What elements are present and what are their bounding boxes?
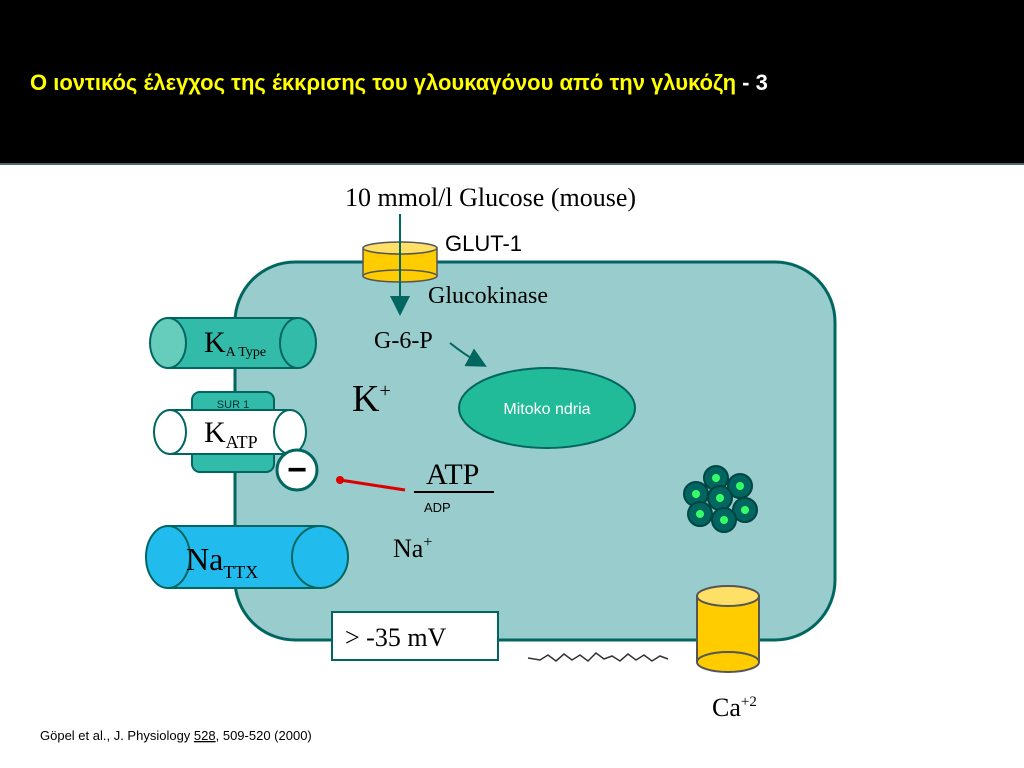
glut-label: GLUT-1 — [445, 231, 522, 256]
adp-label: ADP — [424, 500, 451, 515]
glucose-label: 10 mmol/l Glucose (mouse) — [345, 183, 636, 212]
ca-label: Ca+2 — [712, 693, 757, 722]
nattx-label: NaTTX — [186, 541, 258, 582]
secretory-granules — [683, 465, 758, 533]
inhibition-circle — [275, 448, 319, 492]
sur-label: SUR 1 — [217, 399, 249, 411]
g6p-label: G-6-P — [374, 328, 433, 354]
ca-channel — [696, 585, 760, 673]
title-suffix: - 3 — [736, 70, 768, 95]
membrane-potential-trace — [527, 652, 669, 662]
k-a-type-channel: KA Type — [149, 317, 317, 369]
slide-title: Ο ιοντικός έλεγχος της έκκρισης του γλου… — [30, 70, 1020, 96]
k-ion-label: K+ — [352, 378, 391, 420]
voltage-label: > -35 mV — [345, 623, 447, 652]
na-ion-label: Na+ — [393, 534, 432, 563]
g6p-arrow — [449, 342, 487, 367]
glucokinase-label: Glucokinase — [428, 283, 548, 309]
katp-label: KATP — [204, 416, 258, 452]
ka-label: KA Type — [204, 326, 266, 360]
atp-label: ATP — [426, 458, 479, 491]
inhibition-line — [339, 478, 406, 492]
title-main: Ο ιοντικός έλεγχος της έκκρισης του γλου… — [30, 70, 737, 95]
voltage-box — [331, 611, 499, 661]
na-ttx-channel: NaTTX — [145, 525, 349, 589]
mitochondria-label: Mitoko ndria — [503, 401, 590, 418]
citation-box — [35, 722, 440, 746]
inhibition-line-end — [336, 476, 344, 484]
minus-sign: − — [287, 451, 307, 489]
mitochondria — [458, 367, 636, 449]
title-bar: Ο ιοντικός έλεγχος της έκκρισης του γλου… — [0, 0, 1024, 165]
citation: Göpel et al., J. Physiology 528, 509-520… — [40, 728, 312, 743]
katp-channel: SUR 1 KATP — [153, 391, 307, 473]
